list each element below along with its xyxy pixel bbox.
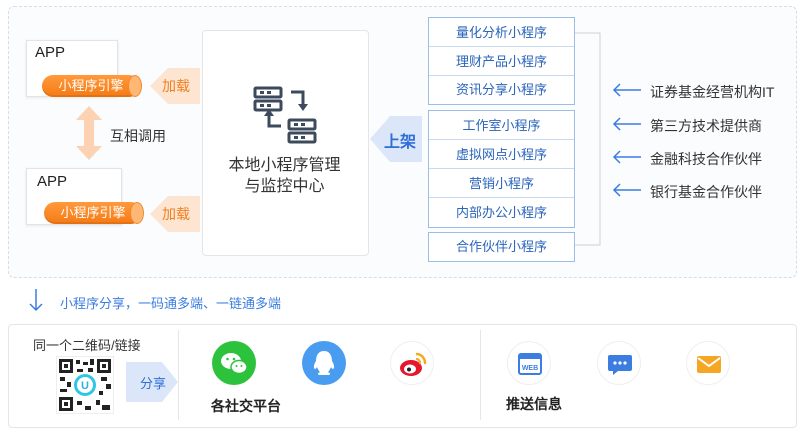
institution-label: 证券基金经营机构IT <box>650 84 775 100</box>
load-arrow-1 <box>150 68 200 104</box>
arrow-left-icon <box>612 150 641 164</box>
social-label: 各社交平台 <box>211 398 281 414</box>
institution-label: 银行基金合作伙伴 <box>650 184 762 200</box>
engine-cap-1 <box>128 75 142 97</box>
program-item[interactable]: 资讯分享小程序 <box>455 82 547 97</box>
divider-1 <box>178 330 179 420</box>
program-group-1: 量化分析小程序 理财产品小程序 资讯分享小程序 <box>428 17 575 105</box>
share-line: 小程序分享，一码通多端、一链通多端 <box>60 296 282 311</box>
svg-text:WEB: WEB <box>522 365 538 372</box>
app-label-1: APP <box>35 44 66 61</box>
center-title-line1: 本地小程序管理 <box>228 157 341 174</box>
center-title-line2: 与监控中心 <box>244 178 325 195</box>
divider-2 <box>480 330 481 420</box>
program-group-3: 合作伙伴小程序 <box>428 232 575 262</box>
load-arrow-2 <box>150 196 200 232</box>
program-item[interactable]: 工作室小程序 <box>429 111 574 140</box>
engine-label-1: 小程序引擎 <box>58 78 124 93</box>
arrow-left-icon <box>612 83 641 97</box>
engine-1: 小程序引擎 <box>42 75 142 97</box>
load-label-2: 加载 <box>162 206 190 222</box>
mail-icon[interactable] <box>686 341 730 385</box>
arrow-down-icon <box>29 289 43 312</box>
bracket <box>575 32 601 246</box>
engine-2: 小程序引擎 <box>44 202 144 224</box>
program-group-2: 工作室小程序 虚拟网点小程序 营销小程序 内部办公小程序 <box>428 110 575 228</box>
program-item[interactable]: 虚拟网点小程序 <box>429 140 574 169</box>
push-label: 推送信息 <box>506 396 562 412</box>
program-item[interactable]: 理财产品小程序 <box>429 47 574 76</box>
qq-icon[interactable] <box>302 341 346 385</box>
qr-code-icon[interactable]: U <box>56 356 114 414</box>
svg-text:U: U <box>81 380 89 392</box>
wechat-icon[interactable] <box>212 341 256 385</box>
program-item[interactable]: 内部办公小程序 <box>455 205 547 220</box>
qr-label: 同一个二维码/链接 <box>33 338 141 353</box>
web-icon[interactable]: WEB <box>507 341 551 385</box>
arrow-left-icon <box>612 183 641 197</box>
center-box <box>202 30 369 256</box>
upload-arrow <box>370 116 422 162</box>
institution-label: 金融科技合作伙伴 <box>650 151 762 167</box>
server-sync-icon <box>253 86 317 144</box>
share-arrow <box>126 362 178 402</box>
mutual-label: 互相调用 <box>110 128 166 144</box>
program-item[interactable]: 合作伙伴小程序 <box>455 239 547 254</box>
share-label[interactable]: 分享 <box>140 376 167 391</box>
mutual-arrow <box>76 106 102 160</box>
program-item[interactable]: 营销小程序 <box>429 169 574 198</box>
upload-label: 上架 <box>384 134 417 151</box>
load-label-1: 加载 <box>162 78 190 94</box>
program-item[interactable]: 量化分析小程序 <box>429 18 574 47</box>
arrow-left-icon <box>612 117 641 131</box>
institution-label: 第三方技术提供商 <box>650 118 762 134</box>
weibo-icon[interactable] <box>390 341 434 385</box>
message-icon[interactable] <box>597 341 641 385</box>
engine-cap-2 <box>130 202 144 224</box>
engine-label-2: 小程序引擎 <box>60 205 126 220</box>
app-label-2: APP <box>37 173 68 190</box>
